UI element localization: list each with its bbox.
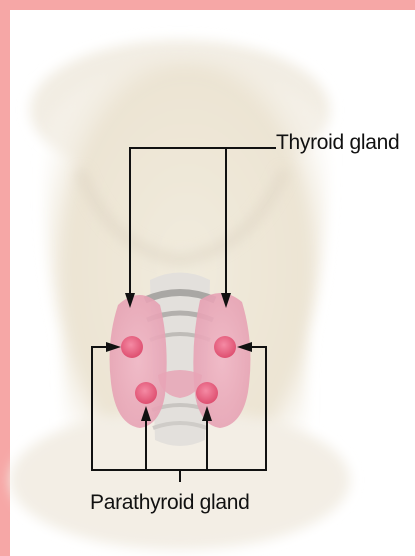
parathyroid-gland-label: Parathyroid gland [90, 491, 250, 515]
thyroid-gland-label: Thyroid gland [276, 131, 399, 155]
parathyroid-lower-right [196, 382, 218, 404]
parathyroid-upper-right [214, 336, 236, 358]
parathyroid-upper-left [121, 336, 143, 358]
parathyroid-lower-left [135, 382, 157, 404]
